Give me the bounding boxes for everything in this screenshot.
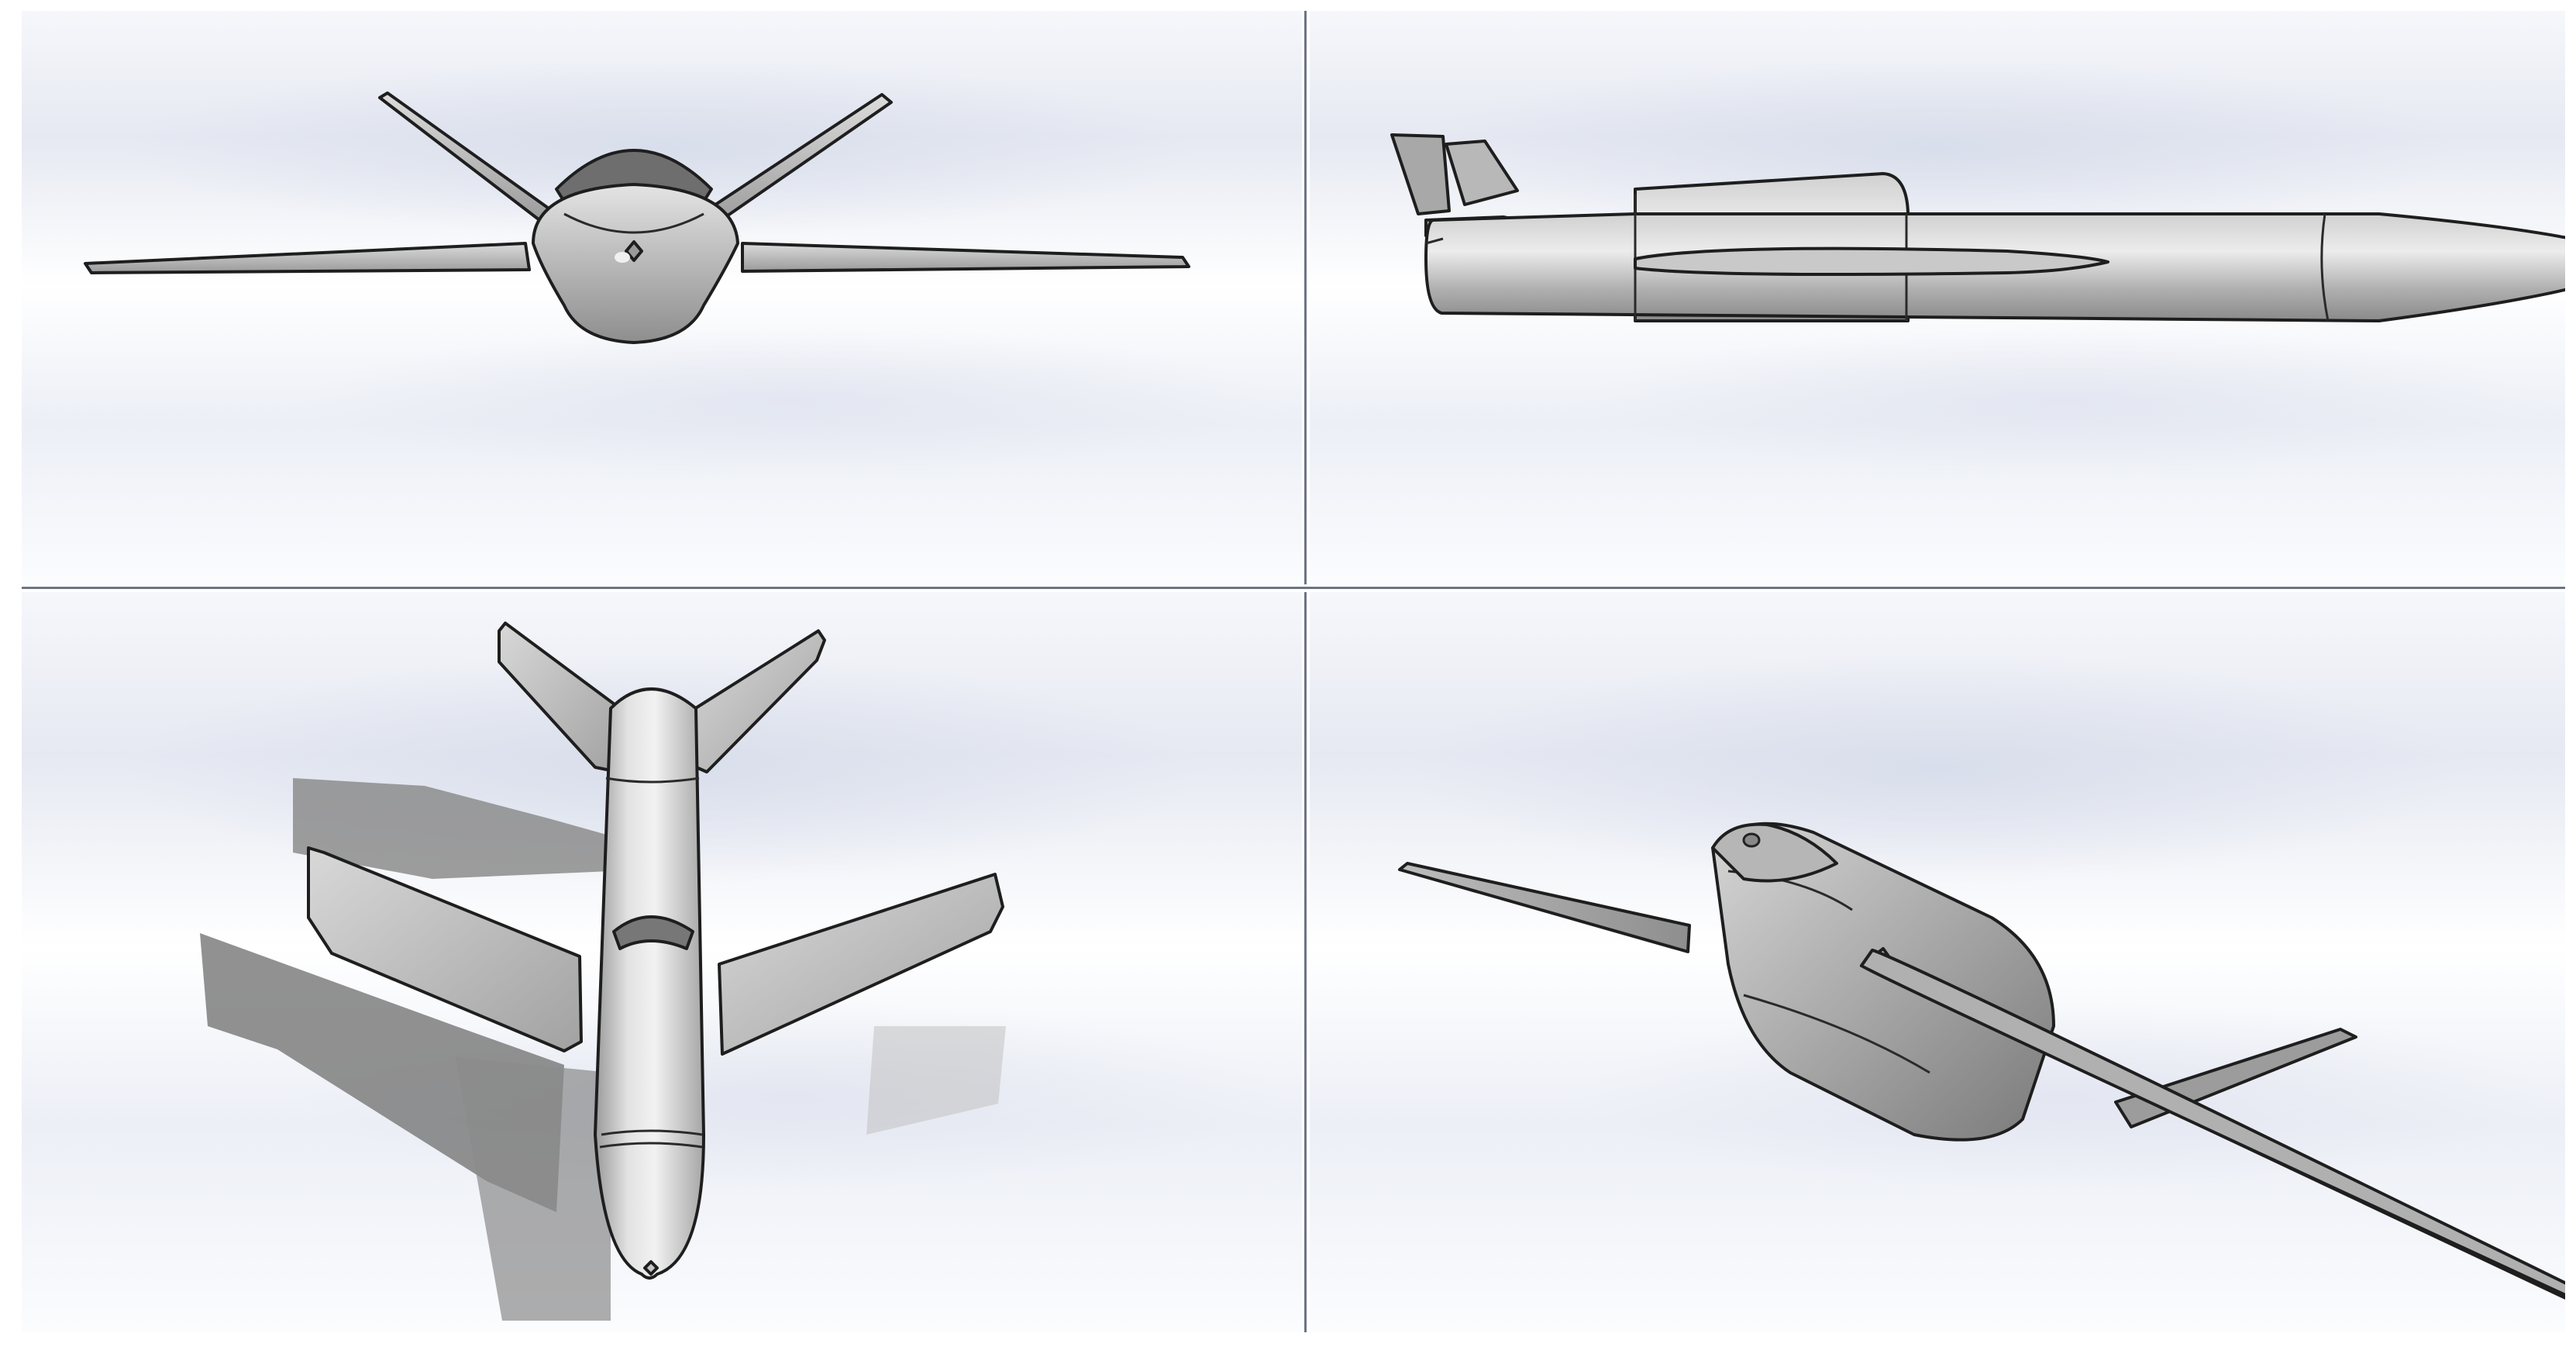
viewport-top[interactable] bbox=[22, 592, 1302, 1332]
model-top-view bbox=[200, 622, 1006, 1321]
viewport-splitter-horizontal[interactable] bbox=[22, 584, 2565, 592]
model-isometric-view bbox=[1398, 822, 2565, 1300]
model-front-view bbox=[84, 91, 1190, 344]
viewport-side[interactable] bbox=[1310, 11, 2565, 584]
viewport-isometric[interactable] bbox=[1310, 592, 2565, 1332]
model-side-view bbox=[1390, 133, 2565, 322]
viewport-splitter-vertical[interactable] bbox=[1302, 11, 1310, 1332]
viewport-front[interactable] bbox=[22, 11, 1302, 584]
